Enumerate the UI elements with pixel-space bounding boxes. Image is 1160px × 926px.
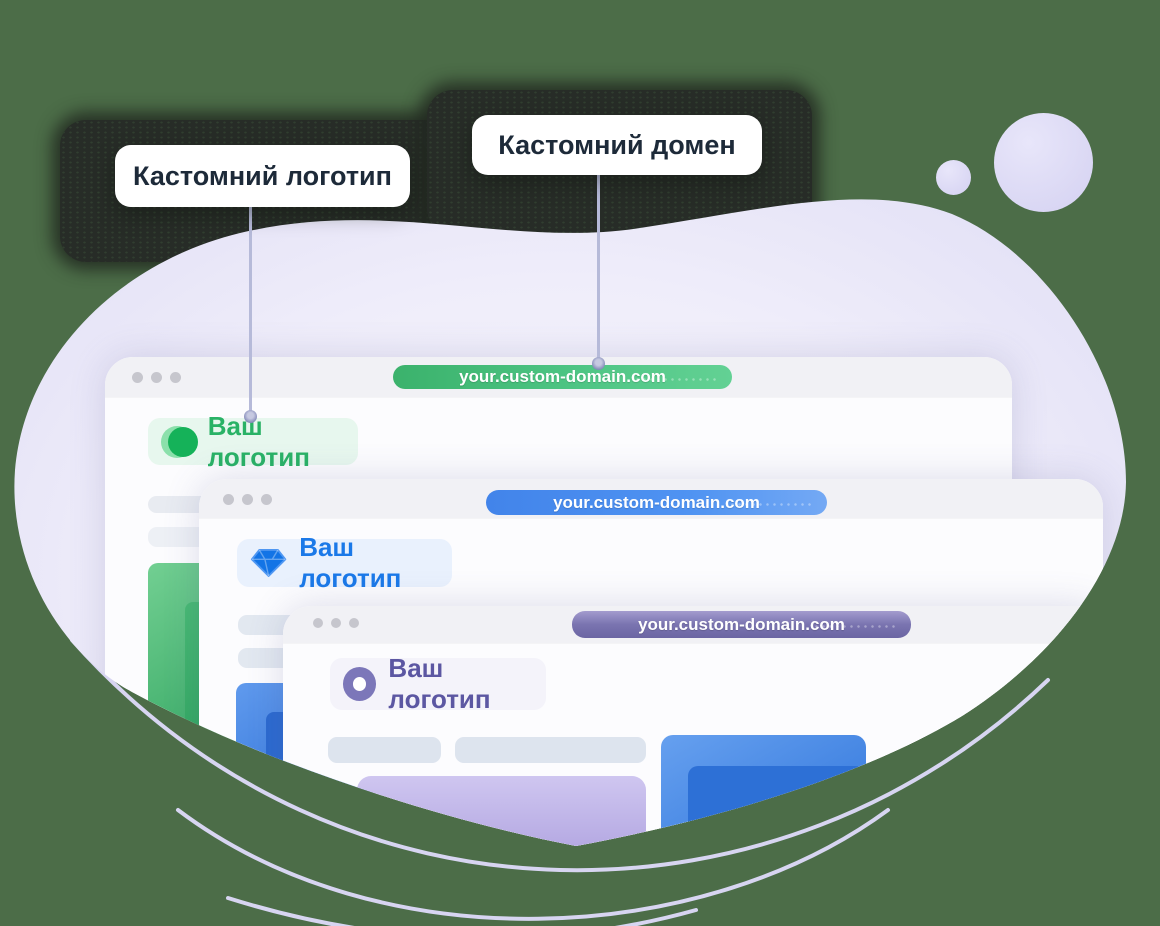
- callout-custom-logo: Кастомний логотип: [115, 145, 410, 207]
- diamond-icon: [250, 546, 287, 580]
- circle-icon: [161, 424, 196, 460]
- window-titlebar: your.custom-domain.com: [105, 357, 1012, 397]
- logo-badge: Ваш логотип: [148, 418, 358, 465]
- window-controls-dots: [313, 618, 359, 628]
- window-controls-dots: [223, 494, 272, 505]
- decor-circle-small: [936, 160, 971, 195]
- logo-label: Ваш логотип: [299, 532, 402, 593]
- callout-custom-domain: Кастомний домен: [472, 115, 762, 175]
- donut-icon: [343, 667, 376, 701]
- logo-label: Ваш логотип: [388, 653, 491, 714]
- decor-circle-large: [994, 113, 1093, 212]
- window-titlebar: your.custom-domain.com: [283, 606, 1105, 643]
- connector-line-domain: [597, 175, 600, 365]
- logo-label: Ваш логотип: [207, 410, 310, 472]
- address-bar-pill: your.custom-domain.com: [486, 490, 827, 515]
- placeholder-bar: [328, 737, 441, 763]
- connector-dot-domain: [592, 357, 605, 370]
- window-titlebar: your.custom-domain.com: [199, 479, 1103, 518]
- logo-badge: Ваш логотип: [237, 539, 452, 587]
- address-bar-pill: your.custom-domain.com: [572, 611, 911, 638]
- connector-line-logo: [249, 207, 252, 413]
- placeholder-bar: [455, 737, 646, 763]
- logo-badge: Ваш логотип: [330, 658, 546, 710]
- address-bar-pill: your.custom-domain.com: [393, 365, 732, 389]
- window-controls-dots: [132, 372, 181, 383]
- connector-dot-logo: [244, 410, 257, 423]
